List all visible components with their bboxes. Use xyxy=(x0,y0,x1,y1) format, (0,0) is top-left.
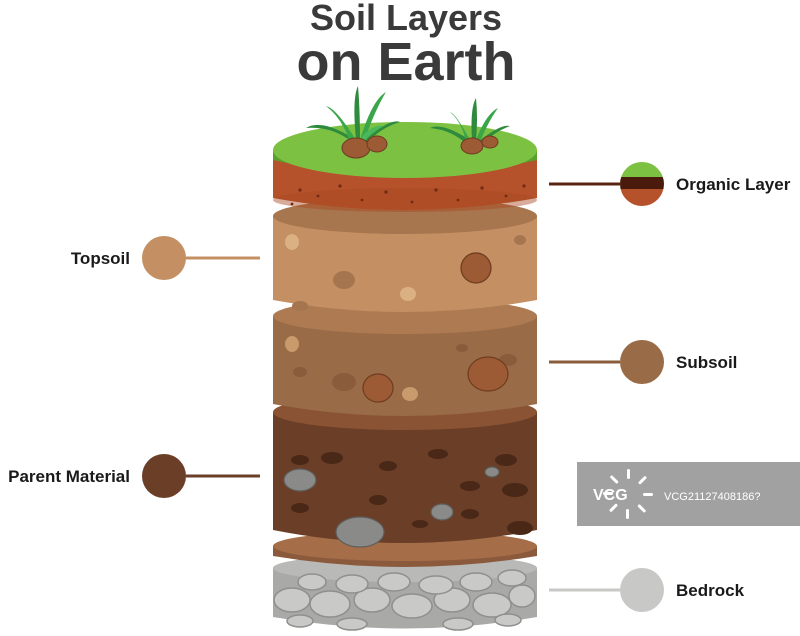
grass-plant-left xyxy=(306,86,400,159)
topsoil-callout: Topsoil xyxy=(71,236,260,280)
organic-layer-label: Organic Layer xyxy=(676,175,791,194)
watermark-box xyxy=(577,462,800,526)
watermark-id: VCG21127408186? xyxy=(664,491,760,503)
bedrock-label: Bedrock xyxy=(676,581,745,600)
organic-layer-callout: Organic Layer xyxy=(549,162,791,206)
watermark-burst-icon xyxy=(603,469,653,519)
bedrock-callout: Bedrock xyxy=(549,568,745,612)
organic-swatch xyxy=(620,162,664,206)
parent-material-swatch xyxy=(142,454,186,498)
watermark-logo: VCG xyxy=(593,487,628,504)
topsoil-label: Topsoil xyxy=(71,249,130,268)
parent-material-layer xyxy=(273,394,537,548)
subsoil-label: Subsoil xyxy=(676,353,737,372)
grass-plant-right xyxy=(430,98,510,155)
topsoil-layer xyxy=(273,198,537,312)
watermark: VCG VCG21127408186? xyxy=(577,462,800,526)
grass-top xyxy=(273,122,537,178)
subsoil-swatch xyxy=(620,340,664,384)
parent-material-callout: Parent Material xyxy=(8,454,260,498)
title-line-2: on Earth xyxy=(296,32,515,92)
subsoil-callout: Subsoil xyxy=(549,340,737,384)
parent-material-label: Parent Material xyxy=(8,467,130,486)
bedrock-swatch xyxy=(620,568,664,612)
topsoil-swatch xyxy=(142,236,186,280)
title-line-1: Soil Layers xyxy=(310,0,502,38)
subsoil-layer xyxy=(273,298,537,416)
